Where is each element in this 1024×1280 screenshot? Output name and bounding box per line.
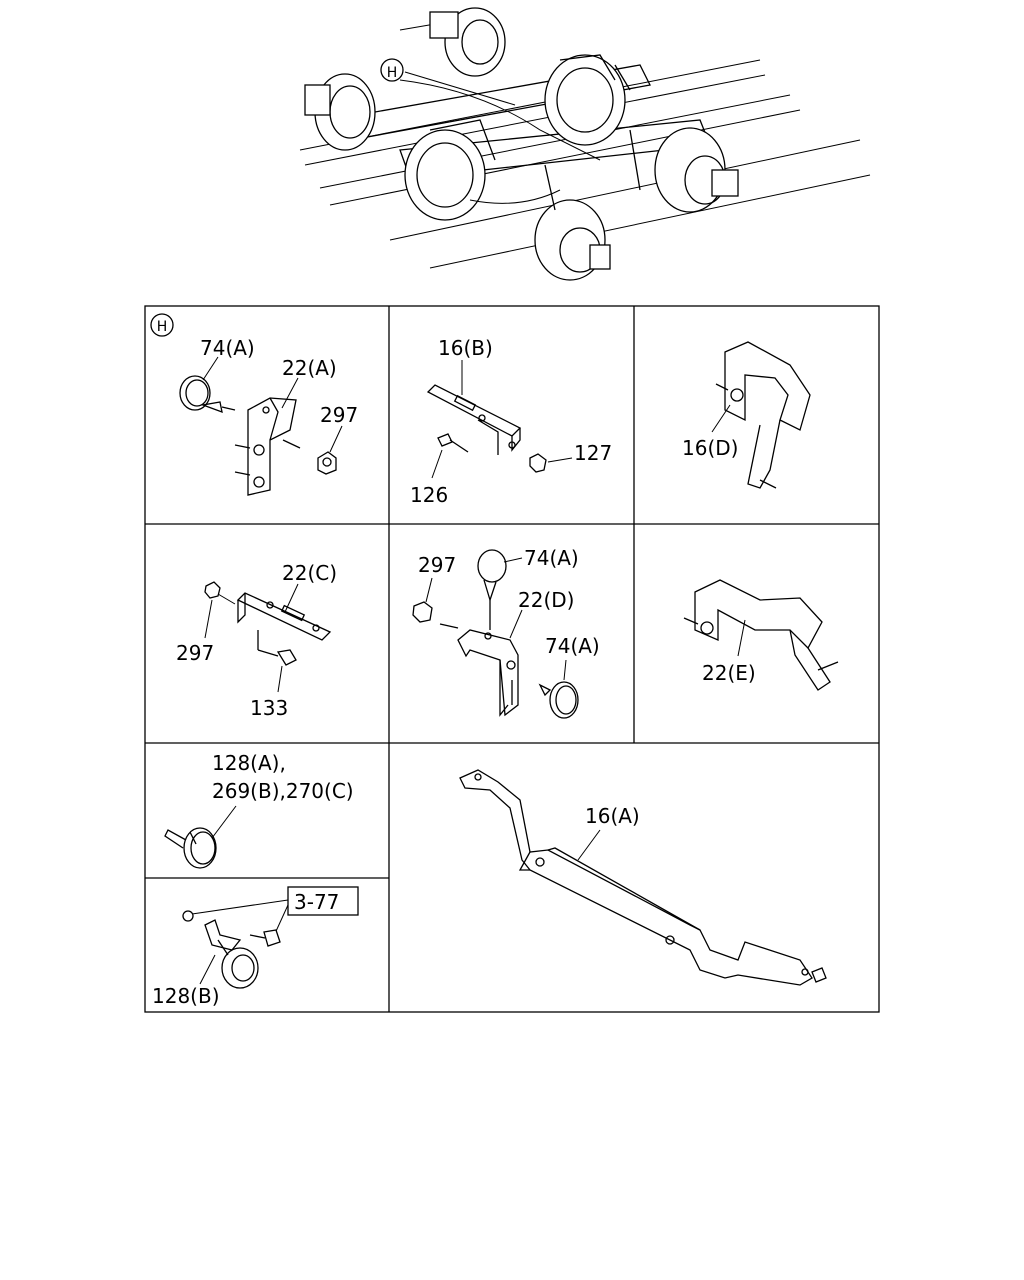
panel-128b: 3-77 128(B)	[152, 886, 359, 1008]
label-126: 126	[410, 483, 448, 507]
differential-front	[544, 54, 626, 146]
label-22d: 22(D)	[518, 588, 574, 612]
panel-22e: 22(E)	[683, 579, 839, 691]
panel-16b: 16(B) 126 127	[410, 336, 612, 507]
label-128b: 128(B)	[152, 984, 220, 1008]
differential-rear	[404, 119, 496, 221]
panel-h: H 74(A) 22(A) 297	[150, 313, 358, 496]
clamp-74a-top	[477, 549, 507, 630]
panel-22c: 22(C) 297 133	[176, 561, 337, 720]
label-16d: 16(D)	[682, 436, 738, 460]
hub-front-left	[304, 73, 376, 151]
bracket-22d	[439, 623, 519, 717]
clamp-74a	[179, 375, 236, 414]
label-16b: 16(B)	[438, 336, 493, 360]
hub-front-right	[429, 7, 506, 77]
parts-grid	[144, 305, 880, 1013]
hub-rear-left	[534, 199, 611, 281]
panel-16a: 16(A)	[459, 769, 827, 986]
label-22c: 22(C)	[282, 561, 337, 585]
bolt-126	[437, 433, 469, 453]
panel-22d: 297 74(A) 22(D) 74(A)	[412, 546, 600, 719]
bolt-133	[257, 630, 297, 666]
hub-rear-right	[654, 127, 739, 213]
clamp-74a-bottom	[538, 681, 579, 719]
label-297-c: 297	[176, 641, 214, 665]
panel-128a: 128(A), 269(B),270(C)	[164, 751, 354, 869]
clamp-128b	[204, 919, 259, 989]
bracket-22c	[236, 592, 332, 641]
label-297-d: 297	[418, 553, 456, 577]
bracket-16d	[715, 341, 811, 489]
label-74a-bottom: 74(A)	[545, 634, 600, 658]
label-ref-3-77: 3-77	[294, 890, 339, 914]
panel-h-marker	[150, 313, 174, 337]
label-297-h: 297	[320, 403, 358, 427]
nut-297-d	[412, 601, 433, 623]
bolt-128b	[249, 929, 281, 947]
label-128a-line1: 128(A),	[212, 751, 286, 775]
label-22a: 22(A)	[282, 356, 337, 380]
bracket-16a	[459, 769, 827, 986]
label-16a: 16(A)	[585, 804, 640, 828]
label-127: 127	[574, 441, 612, 465]
ref-box-3-77[interactable]	[287, 886, 359, 916]
panel-h-marker-letter: H	[157, 319, 168, 335]
label-133: 133	[250, 696, 288, 720]
clamp-128a	[164, 827, 217, 869]
label-22e: 22(E)	[702, 661, 756, 685]
callout-h-marker	[380, 58, 404, 82]
bracket-22a	[234, 397, 301, 496]
nut-297	[317, 451, 337, 475]
label-128a-line2: 269(B),270(C)	[212, 779, 354, 803]
tandem-axle-overview: H	[299, 7, 871, 281]
bracket-22e	[683, 579, 839, 691]
panel-16d: 16(D)	[682, 341, 811, 489]
label-74a-top: 74(A)	[524, 546, 579, 570]
nut-297-c	[204, 581, 221, 599]
nut-127	[529, 453, 547, 473]
callout-h-letter: H	[387, 65, 398, 81]
bracket-16b	[426, 384, 522, 455]
label-74a: 74(A)	[200, 336, 255, 360]
washer-128b	[182, 910, 194, 922]
